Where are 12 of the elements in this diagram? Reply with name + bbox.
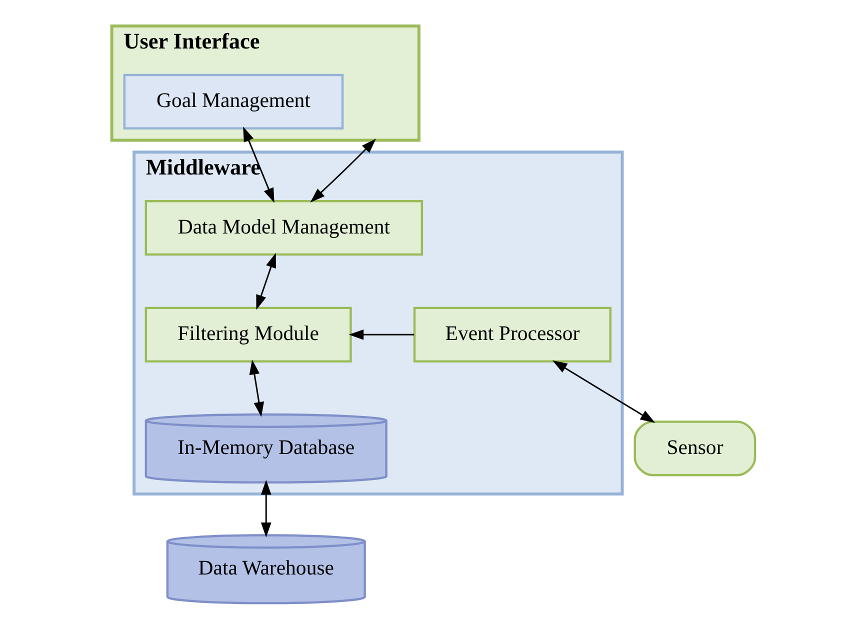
arrow xyxy=(348,329,414,340)
node-box: Goal Management xyxy=(123,74,344,130)
node-box: Sensor xyxy=(634,420,756,476)
arrow xyxy=(552,360,656,423)
node-box: Event Processor xyxy=(413,306,612,362)
arrow xyxy=(310,138,376,202)
node-box: Filtering Module xyxy=(144,306,352,362)
arrow xyxy=(249,360,264,417)
arrow xyxy=(256,252,276,310)
arrow xyxy=(243,126,274,203)
arrow xyxy=(260,480,272,538)
node-box: Data Model Management xyxy=(144,200,424,256)
